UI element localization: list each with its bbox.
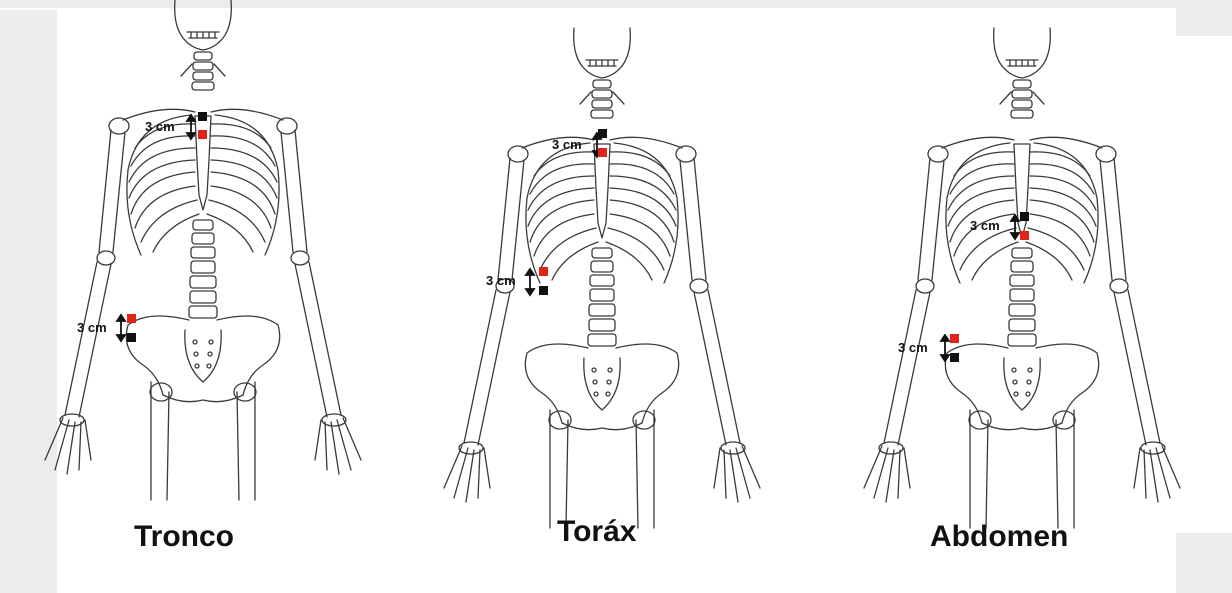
marker-torax-lower-black xyxy=(539,286,548,295)
measure-label-abdomen-lower: 3 cm xyxy=(898,340,928,355)
marker-abdomen-upper-red xyxy=(1020,231,1029,240)
panel-title-tronco: Tronco xyxy=(134,520,234,554)
marker-tronco-upper-black xyxy=(198,112,207,121)
marker-tronco-lower-black xyxy=(127,333,136,342)
measure-label-torax-upper: 3 cm xyxy=(552,137,582,152)
marker-abdomen-lower-red xyxy=(950,334,959,343)
panel-title-abdomen: Abdomen xyxy=(930,520,1068,554)
arrow-tronco-lower xyxy=(117,315,125,341)
panel-title-torax: Toráx xyxy=(557,515,636,549)
measure-label-abdomen-upper: 3 cm xyxy=(970,218,1000,233)
measure-label-torax-lower: 3 cm xyxy=(486,273,516,288)
arrow-torax-lower xyxy=(526,269,534,295)
skeleton-tronco xyxy=(45,0,361,500)
arrow-abdomen-upper xyxy=(1011,215,1019,239)
marker-torax-upper-black xyxy=(598,129,607,138)
measure-label-tronco-upper: 3 cm xyxy=(145,119,175,134)
measure-label-tronco-lower: 3 cm xyxy=(77,320,107,335)
arrow-abdomen-lower xyxy=(941,335,949,361)
marker-tronco-upper-red xyxy=(198,130,207,139)
marker-abdomen-lower-black xyxy=(950,353,959,362)
marker-torax-lower-red xyxy=(539,267,548,276)
marker-torax-upper-red xyxy=(598,148,607,157)
skeleton-abdomen xyxy=(864,28,1180,528)
arrow-tronco-upper xyxy=(187,115,195,139)
marker-abdomen-upper-black xyxy=(1020,212,1029,221)
marker-tronco-lower-red xyxy=(127,314,136,323)
